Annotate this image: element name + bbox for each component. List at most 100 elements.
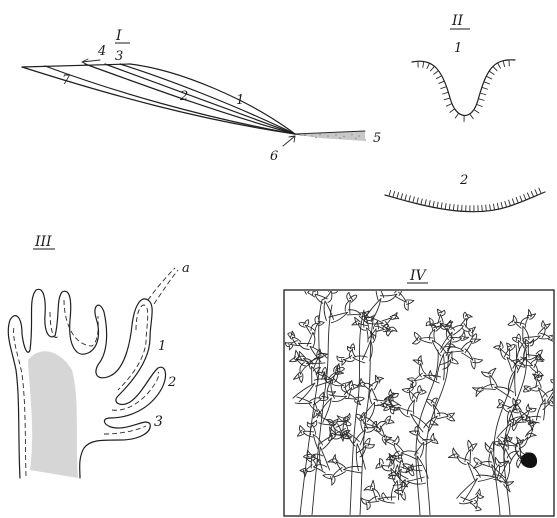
branch-edge [407,481,426,484]
dark-spot-marker [521,453,537,468]
hatch-tick [484,82,490,84]
branch-edge [516,334,519,341]
branch-edge [501,341,503,348]
branch-edge [493,442,494,452]
branch-edge [291,345,300,346]
branch-edge [463,312,465,319]
branch-edge [325,367,326,373]
branch-edge [314,379,332,381]
branch-edge [368,438,370,446]
branch-edge [508,324,515,325]
branch-edge [527,433,536,435]
hatch-tick [437,202,438,208]
branch-edge [335,455,338,462]
hatch-tick [486,205,487,211]
branch-edge [364,490,372,491]
hatch-tick [393,191,395,197]
hatch-tick [429,201,430,207]
panel-i-longitudinal-profile: I 7 4 3 2 1 5 6 [22,28,381,164]
branch-edge [366,280,378,281]
branch-edge [512,337,519,338]
branch-edge [528,436,537,440]
branch-edge [540,338,550,339]
branch-edge [480,463,492,467]
branch-edge [520,445,521,459]
branch-edge [452,351,453,360]
branch-edge [383,493,388,500]
branch-edge [407,301,414,305]
branch-edge [518,341,519,351]
main-channel-shading [28,351,78,478]
side-branches [285,267,557,511]
hatch-tick [417,198,418,204]
hatch-tick [474,110,479,113]
branch-edge [476,510,482,511]
branch-edge [294,350,296,359]
branch-edge [434,330,435,342]
hatch-tick [486,76,491,79]
branch-edge [337,356,344,358]
branch-edge [314,467,326,473]
branch-edge [514,315,517,322]
label-a: a [182,261,190,276]
branch-edge [472,330,473,336]
hatch-tick [434,71,439,75]
branch-edge [470,503,476,509]
branch-edge [527,354,538,355]
branch-edge [444,347,463,351]
branch-edge [362,273,364,281]
branch-edge [401,283,408,286]
branch-edge [551,401,556,406]
hatch-tick [423,61,424,67]
branch-edge [508,345,514,347]
branch-edge [418,385,420,392]
branch-edge [461,318,466,325]
branch-edge [374,273,378,282]
branch-edge [465,341,472,352]
branch-edge [493,465,499,476]
hatch-tick [512,199,514,205]
branch-edge [474,360,475,369]
branch-edge [526,404,528,410]
branch-edge [370,480,373,488]
branch-edge [401,453,417,459]
branch-edge [301,374,302,383]
branch-edge [420,390,426,392]
branch-edge [478,477,495,481]
branch-edge [543,321,547,328]
branch-edge [419,338,432,339]
branch-edge [417,392,421,401]
branch-edge [421,356,423,364]
branch-edge [405,492,406,500]
branch-edge [376,466,383,468]
branch-edge [489,451,491,466]
branch-edge [471,495,478,500]
branch-edge [517,404,522,411]
branch-edge [528,404,531,409]
label-4: 4 [97,44,106,59]
profile-curve-1 [130,64,295,134]
branch-edge [308,283,314,285]
branch-edge [303,320,308,325]
branch-edge [324,301,326,320]
branch-edge [344,424,351,426]
branch-edge [347,293,349,301]
branch-edge [457,478,478,498]
branch-edge [311,282,316,285]
profile-curve-4 [45,66,295,134]
hatch-tick [444,98,450,100]
branch-edge [494,347,501,350]
panel-i-title: I [115,28,122,44]
network-branches [285,267,557,515]
hatch-tick [413,197,414,203]
branch-edge [392,319,399,320]
hatch-tick [441,87,447,89]
branch-edge [448,457,457,458]
branch-edge [322,396,328,398]
branch-edge [499,341,501,348]
branch-edge [315,323,318,334]
label-7: 7 [62,73,71,88]
branch-edge [407,384,411,391]
branch-edge [401,455,402,462]
